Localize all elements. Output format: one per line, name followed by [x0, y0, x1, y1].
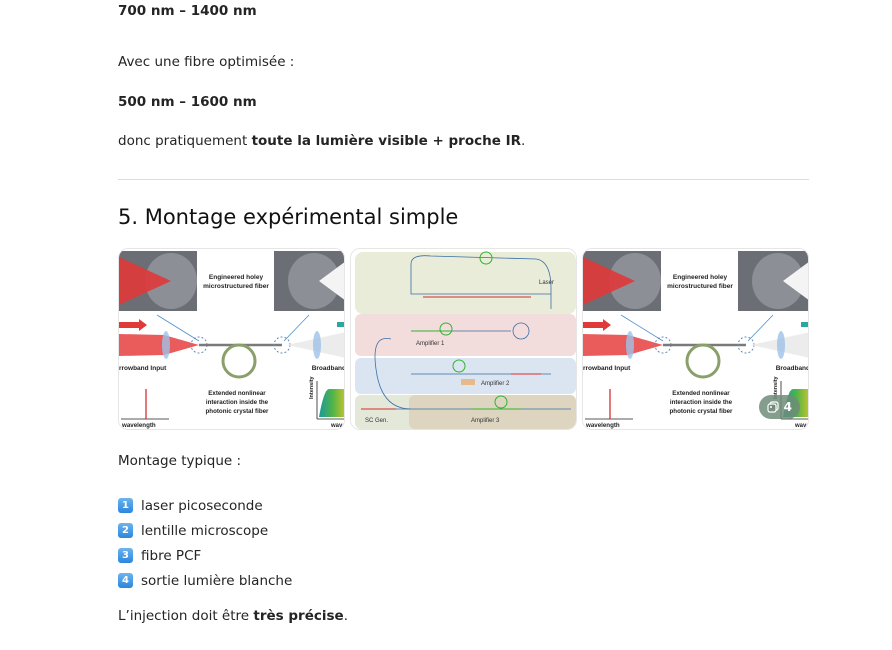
svg-text:Extended nonlinear: Extended nonlinear	[208, 390, 266, 397]
svg-text:wave: wave	[330, 423, 345, 429]
image-stack-icon	[767, 401, 779, 413]
svg-text:microstructured fiber: microstructured fiber	[203, 283, 269, 290]
svg-text:rrowband Input: rrowband Input	[583, 365, 631, 372]
image-gallery: Engineered holey microstructured fiber r…	[118, 248, 809, 430]
step-label: lentille microscope	[141, 522, 269, 539]
keycap-1-icon: 1	[118, 498, 133, 513]
list-item: 2 lentille microscope	[118, 518, 292, 543]
svg-text:Amplifier 2: Amplifier 2	[481, 381, 510, 387]
step-label: sortie lumière blanche	[141, 572, 293, 589]
svg-text:wave: wave	[794, 423, 809, 429]
svg-text:Engineered holey: Engineered holey	[673, 274, 728, 281]
keycap-4-icon: 4	[118, 573, 133, 588]
svg-text:wavelength: wavelength	[121, 422, 156, 429]
image-count-badge[interactable]: 4	[758, 395, 800, 419]
pcf-diagram-image: Engineered holey microstructured fiber r…	[119, 249, 345, 429]
list-item: 4 sortie lumière blanche	[118, 568, 292, 593]
step-label: fibre PCF	[141, 547, 202, 564]
conclusion-bold: toute la lumière visible + proche IR	[251, 133, 521, 149]
image-count: 4	[783, 400, 792, 414]
svg-text:Broadband: Broadband	[776, 365, 809, 372]
svg-text:rrowband Input: rrowband Input	[119, 365, 167, 372]
svg-text:SC Gen.: SC Gen.	[365, 418, 388, 424]
optimized-intro: Avec une fibre optimisée :	[118, 54, 295, 70]
svg-text:interaction inside the: interaction inside the	[670, 399, 733, 406]
final-bold: très précise	[253, 608, 344, 624]
svg-text:Extended nonlinear: Extended nonlinear	[672, 390, 730, 397]
svg-text:Amplifier 1: Amplifier 1	[416, 341, 445, 347]
list-item: 1 laser picoseconde	[118, 493, 292, 518]
section-divider	[118, 179, 809, 180]
final-suffix: .	[343, 608, 348, 624]
svg-text:photonic crystal fiber: photonic crystal fiber	[670, 408, 734, 415]
gallery-image-2[interactable]: Laser Amplifier 1 Amplifier 2 SC Gen. Am…	[350, 248, 577, 430]
conclusion-paragraph: donc pratiquement toute la lumière visib…	[118, 132, 525, 150]
section-heading: 5. Montage expérimental simple	[118, 205, 459, 229]
keycap-3-icon: 3	[118, 548, 133, 563]
svg-text:Engineered holey: Engineered holey	[209, 274, 264, 281]
final-prefix: L’injection doit être	[118, 608, 254, 624]
range-optimized: 500 nm – 1600 nm	[118, 94, 257, 110]
svg-text:Laser: Laser	[539, 280, 554, 286]
final-paragraph: L’injection doit être très précise.	[118, 607, 348, 625]
list-item: 3 fibre PCF	[118, 543, 292, 568]
svg-text:microstructured fiber: microstructured fiber	[667, 283, 733, 290]
svg-text:interaction inside the: interaction inside the	[206, 399, 269, 406]
conclusion-prefix: donc pratiquement	[118, 133, 252, 149]
svg-text:wavelength: wavelength	[585, 422, 620, 429]
svg-text:Amplifier 3: Amplifier 3	[471, 418, 500, 424]
keycap-2-icon: 2	[118, 523, 133, 538]
gallery-image-3[interactable]: Engineered holey microstructured fiber r…	[582, 248, 809, 430]
fiber-amplifier-schematic-image: Laser Amplifier 1 Amplifier 2 SC Gen. Am…	[351, 249, 576, 429]
step-label: laser picoseconde	[141, 497, 263, 514]
svg-text:Broadband: Broadband	[312, 365, 345, 372]
conclusion-suffix: .	[521, 133, 526, 149]
svg-text:photonic crystal fiber: photonic crystal fiber	[206, 408, 270, 415]
svg-text:Intensity: Intensity	[773, 375, 779, 399]
pcf-diagram-image: Engineered holey microstructured fiber r…	[583, 249, 809, 429]
setup-intro: Montage typique :	[118, 453, 242, 469]
svg-text:Intensity: Intensity	[309, 375, 315, 399]
gallery-image-1[interactable]: Engineered holey microstructured fiber r…	[118, 248, 345, 430]
range-standard: 700 nm – 1400 nm	[118, 3, 257, 19]
